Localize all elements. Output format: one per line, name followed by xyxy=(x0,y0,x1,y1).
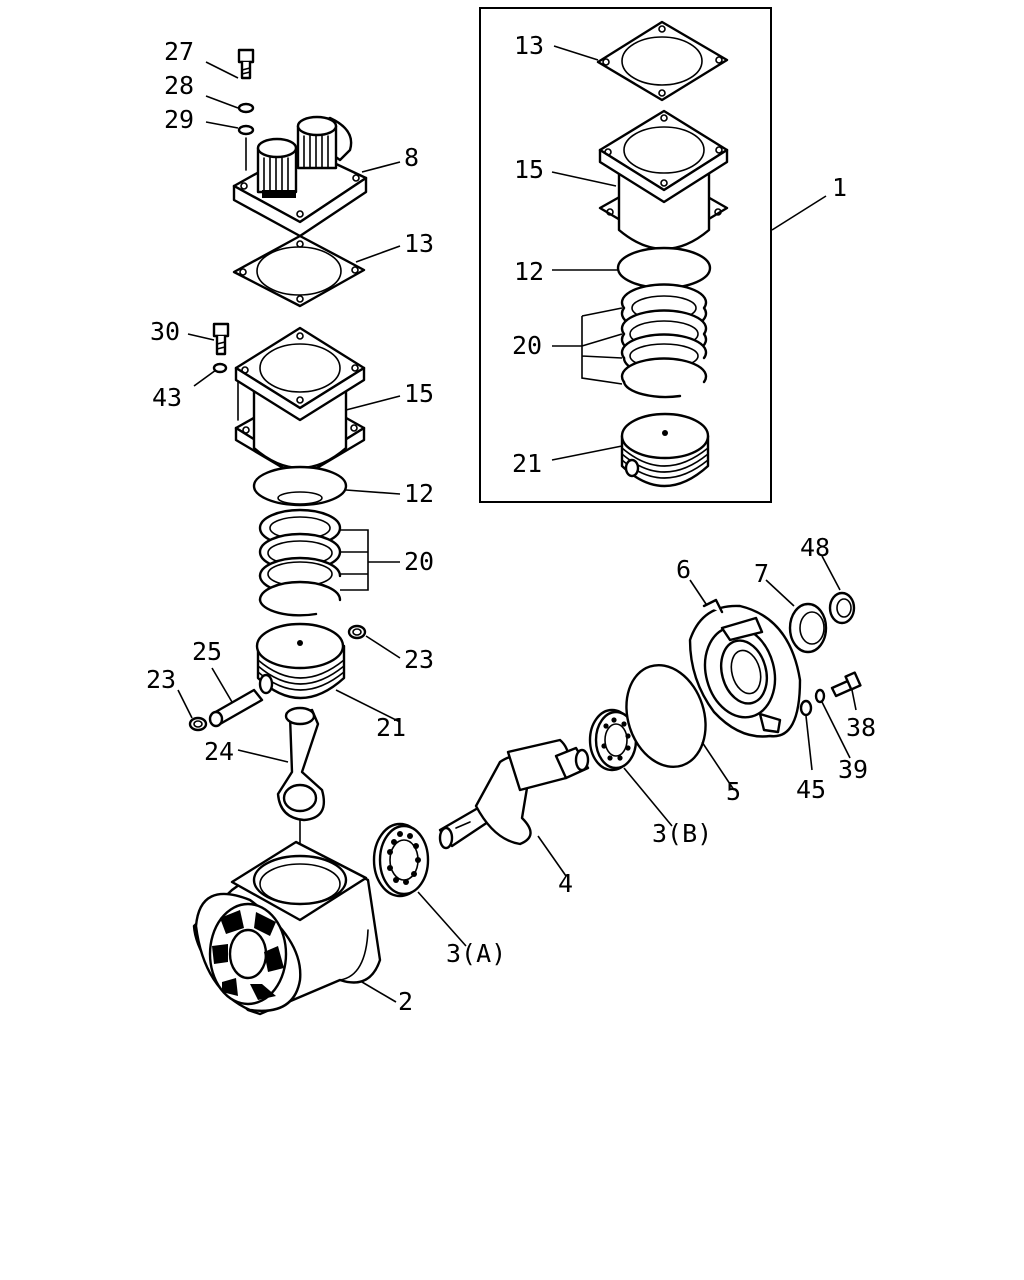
leader-lines xyxy=(177,45,857,1003)
snap-ring-23-left xyxy=(188,716,208,732)
kit-label-21: 21 xyxy=(512,449,542,478)
label-21: 21 xyxy=(376,713,406,742)
washer-45 xyxy=(799,699,813,717)
bolt-38 xyxy=(830,671,862,698)
label-7: 7 xyxy=(754,559,769,588)
label-2: 2 xyxy=(398,987,413,1016)
label-8: 8 xyxy=(404,143,419,172)
label-23-right: 23 xyxy=(404,645,434,674)
label-20: 20 xyxy=(404,547,434,576)
label-23-left: 23 xyxy=(146,665,176,694)
label-38: 38 xyxy=(846,713,876,742)
kit-label-1: 1 xyxy=(832,173,847,202)
label-45: 45 xyxy=(796,775,826,804)
washer-28 xyxy=(237,102,255,114)
label-12: 12 xyxy=(404,479,434,508)
kit-label-13: 13 xyxy=(514,31,544,60)
bolt-27 xyxy=(237,48,255,80)
seal-ring-12 xyxy=(252,465,348,507)
kit-label-12: 12 xyxy=(514,257,544,286)
kit-piston-rings-20 xyxy=(620,283,708,399)
crankshaft-4 xyxy=(438,738,590,850)
snap-ring-23-right xyxy=(347,624,367,640)
label-30: 30 xyxy=(150,317,180,346)
crankcase-2 xyxy=(192,840,382,1016)
kit-box xyxy=(479,7,772,503)
label-43: 43 xyxy=(152,383,182,412)
label-24: 24 xyxy=(204,737,234,766)
cylinder-head-8 xyxy=(232,115,368,238)
label-48: 48 xyxy=(800,533,830,562)
oil-seal-7 xyxy=(788,602,828,654)
gasket-13 xyxy=(232,234,366,308)
kit-piston-21 xyxy=(620,412,710,488)
bearing-3b xyxy=(588,708,638,772)
piston-21 xyxy=(255,622,346,700)
label-39: 39 xyxy=(838,755,868,784)
kit-cylinder-15 xyxy=(598,109,729,251)
o-ring-5 xyxy=(625,663,707,769)
kit-gasket-13 xyxy=(596,20,729,102)
bolt-30 xyxy=(212,322,230,356)
label-29: 29 xyxy=(164,105,194,134)
washer-29 xyxy=(237,124,255,136)
end-cover-6 xyxy=(688,598,802,738)
washer-43 xyxy=(212,362,239,421)
label-6: 6 xyxy=(676,555,691,584)
kit-label-15: 15 xyxy=(514,155,544,184)
callout-labels: 27 28 29 8 13 30 43 15 12 20 23 25 23 21… xyxy=(146,31,876,1016)
label-28: 28 xyxy=(164,71,194,100)
label-5: 5 xyxy=(726,777,741,806)
label-27: 27 xyxy=(164,37,194,66)
kit-label-20: 20 xyxy=(512,331,542,360)
kit-seal-ring-12 xyxy=(616,246,712,290)
washer-48 xyxy=(828,591,856,625)
washer-39 xyxy=(814,688,826,704)
label-15: 15 xyxy=(404,379,434,408)
piston-rings-20 xyxy=(258,508,342,617)
label-3b: 3(B) xyxy=(652,819,712,848)
label-3a: 3(A) xyxy=(446,939,506,968)
label-4: 4 xyxy=(558,869,573,898)
piston-pin-25 xyxy=(208,688,264,728)
cylinder-15 xyxy=(234,326,366,480)
label-25: 25 xyxy=(192,637,222,666)
label-13: 13 xyxy=(404,229,434,258)
bearing-3a xyxy=(372,822,430,898)
